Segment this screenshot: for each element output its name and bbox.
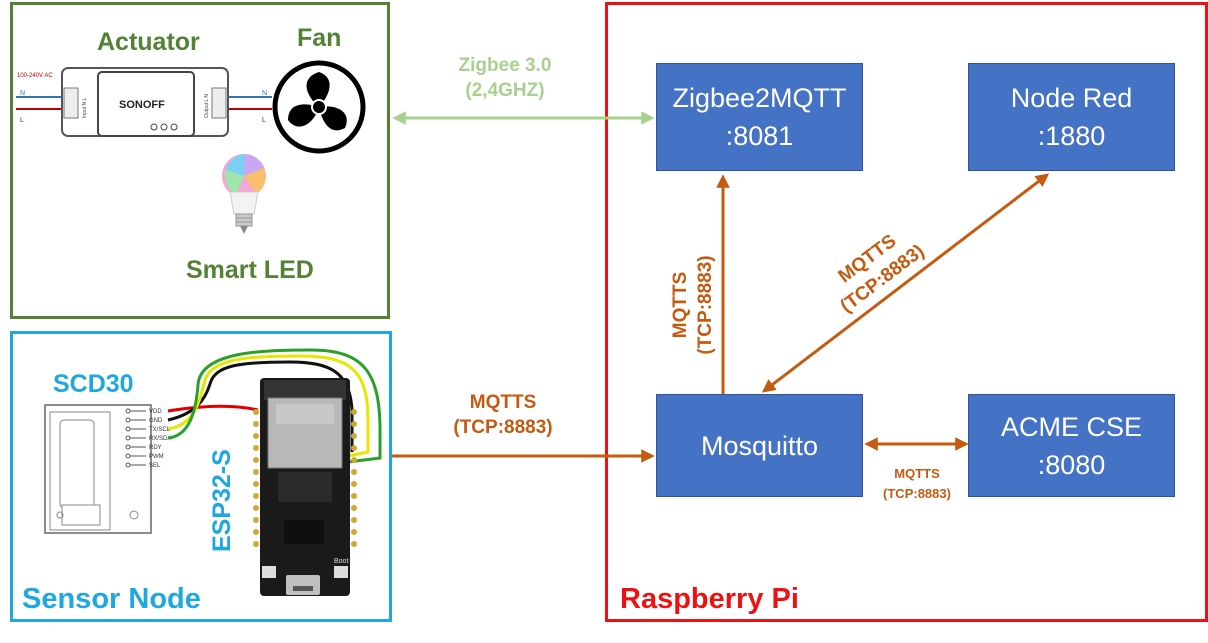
- sensor-wires: [167, 348, 382, 464]
- smart-led-bulb-icon: [222, 154, 266, 234]
- pin-label-rx-sda: RX/SDA: [149, 436, 171, 442]
- nodered-port: :1880: [1037, 121, 1106, 151]
- sonoff-relay-icon: [16, 67, 272, 137]
- boot-button-label: Boot: [334, 558, 348, 565]
- sonoff-brand-label: SONOFF: [119, 99, 165, 111]
- smart-led-label: Smart LED: [186, 256, 314, 284]
- zigbee-frequency-text: (2,4GHZ): [465, 80, 545, 101]
- pin-label-gnd: GND: [149, 418, 163, 424]
- zigbee2mqtt-name: Zigbee2MQTT: [672, 83, 847, 113]
- pin-label-rdy: RDY: [149, 445, 162, 451]
- acme-cse-node[interactable]: ACME CSE :8080: [968, 394, 1175, 497]
- nodered-mosquitto-link-arrow: [761, 173, 1050, 393]
- pin-label-sel: SEL: [149, 463, 161, 469]
- output-l-label: L: [262, 117, 266, 124]
- acme-mqtt-label: MQTTS (TCP:8883): [862, 464, 972, 504]
- zigbee2mqtt-node[interactable]: Zigbee2MQTT :8081: [656, 63, 863, 171]
- actuator-group-frame: [10, 2, 390, 319]
- pin-label-tx-scl: TX/SCL: [149, 427, 171, 433]
- raspberry-pi-group-frame: [605, 2, 1208, 622]
- pin-label-vdd: VDD: [149, 409, 162, 415]
- pin-label-pwm: PWM: [149, 454, 164, 460]
- sensor-mqtt-label: MQTTS (TCP:8883): [438, 390, 568, 440]
- scd30-sensor-icon: [44, 404, 152, 534]
- esp32-board-icon: [253, 378, 357, 596]
- input-terminal-label: Input N L: [82, 97, 88, 118]
- acme-mqtt-protocol-text: MQTTS: [894, 466, 940, 481]
- raspberry-pi-title: Raspberry Pi: [620, 583, 799, 615]
- fan-label: Fan: [297, 24, 342, 52]
- scd30-label: SCD30: [53, 370, 134, 398]
- sensor-node-title: Sensor Node: [22, 583, 201, 615]
- actuator-title: Actuator: [97, 28, 200, 56]
- mosquitto-node[interactable]: Mosquitto: [656, 394, 863, 497]
- output-n-label: N: [262, 90, 267, 97]
- nodered-name: Node Red: [1010, 83, 1133, 113]
- z2m-mqtt-label: MQTTS (TCP:8883): [668, 240, 718, 370]
- fan-icon: [272, 60, 366, 154]
- voltage-label: 100-240V AC: [17, 73, 53, 79]
- input-l-label: L: [20, 117, 24, 124]
- nodered-node[interactable]: Node Red :1880: [968, 63, 1175, 171]
- acme-mqtt-port-text: (TCP:8883): [883, 486, 951, 501]
- zigbee-link-label: Zigbee 3.0 (2,4GHZ): [440, 53, 570, 103]
- sensor-mqtt-protocol-text: MQTTS: [469, 392, 537, 413]
- z2m-mqtt-protocol-text: MQTTS: [670, 271, 691, 339]
- zigbee2mqtt-port: :8081: [725, 121, 794, 151]
- acme-cse-port: :8080: [1037, 449, 1106, 480]
- zigbee-protocol-text: Zigbee 3.0: [458, 55, 552, 76]
- esp32-label: ESP32-S: [208, 449, 236, 552]
- output-terminal-label: Output L N: [204, 94, 210, 118]
- mosquitto-name: Mosquitto: [700, 430, 819, 461]
- sensor-mqtt-port-text: (TCP:8883): [453, 417, 553, 438]
- z2m-mqtt-port-text: (TCP:8883): [695, 255, 716, 355]
- sensor-node-group-frame: [10, 331, 392, 622]
- acme-cse-name: ACME CSE: [1000, 411, 1143, 442]
- input-n-label: N: [20, 90, 25, 97]
